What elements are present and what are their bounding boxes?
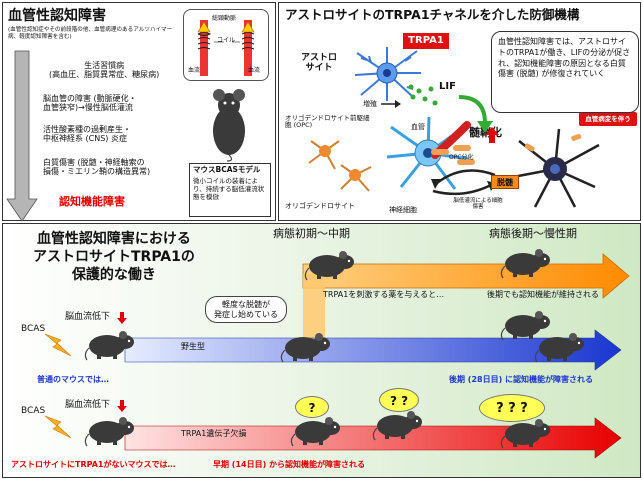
bcas-label-top: BCAS	[21, 324, 46, 334]
wild-type-label: 野生型	[181, 342, 205, 351]
flow-down-label-bottom: 脳血流低下	[65, 400, 111, 410]
mouse-icon	[84, 417, 134, 447]
opc-label: オリゴデンドロサイト前駆細胞 (OPC)	[285, 114, 370, 130]
remyelination-up-arrow	[485, 127, 499, 143]
astrocyte-icon	[354, 47, 421, 101]
mouse-icon	[280, 333, 330, 363]
trpa1-knockout-arrow	[124, 417, 622, 459]
factor-cerebrovascular: 脳血管の障害 (動脈硬化・ 血管狭窄)→慢性脳低灌流	[43, 94, 137, 113]
mild-demyelination-bubble: 軽度な脱髄が 発症し始めている	[205, 296, 287, 324]
trpa1-tag: TRPA1	[403, 33, 449, 49]
bottom-panel-title: 血管性認知障害における アストロサイトTRPA1の 保護的な働き	[33, 231, 195, 284]
opc-diff-label: OPC分化	[449, 154, 474, 161]
hypoperfusion-damage-label: 脳低灌流による細胞傷害	[453, 198, 503, 211]
factor-white-matter: 白質傷害 (脱髄・神経軸索の 損傷・ミエリン鞘の構造異常)	[43, 158, 151, 177]
mouse-icon	[304, 251, 354, 281]
bcas-label-bottom: BCAS	[21, 406, 46, 416]
wild-type-arrow	[124, 329, 622, 371]
question-cloud-1: ?	[295, 396, 329, 418]
demyelination-tag: 脱髄	[491, 175, 519, 189]
opc-cells	[308, 140, 372, 192]
normal-mouse-label: 普通のマウスでは…	[37, 375, 109, 384]
increase-arrow	[381, 100, 401, 108]
mouse-icon	[534, 333, 584, 363]
flow-down-arrow-top-icon	[117, 312, 127, 324]
astrocyte-label: アストロサイト	[300, 53, 337, 74]
artery-label: 総頸動脈	[212, 15, 237, 22]
question-cloud-2: ? ?	[379, 388, 419, 412]
bcas-mouse-icon	[213, 89, 245, 162]
orange-arrow-text: TRPA1を刺激する薬を与えると…	[323, 290, 445, 299]
explanation-box: 血管性認知障害では、アストロサイトのTRPA1が働き、LIFの分泌が促され、認知…	[491, 31, 639, 113]
coil-diagram: 総頸動脈 コイル 血流 血流	[183, 9, 269, 81]
mouse-icon	[372, 411, 422, 441]
damaged-neuron-icon	[512, 128, 600, 208]
knockout-label: TRPA1遺伝子欠損	[181, 429, 247, 438]
coil-arteries	[197, 20, 255, 76]
bubble-text: 軽度な脱髄が 発症し始めている	[214, 300, 278, 319]
myelinating-cells	[431, 145, 475, 165]
bcas-model-body: 微小コイルの装着により、持続する脳低灌流状態を模倣	[193, 176, 265, 201]
left-panel: 血管性認知障害 (血管性認知症やその前段階の他、血管病理のあるアルツハイマー病、…	[2, 2, 276, 222]
factor-lifestyle: 生活習慣病 (高血圧、脂質異常症、糖尿病)	[49, 61, 160, 80]
trpa1-agonist-arrow	[302, 253, 630, 299]
mouse-icon	[500, 249, 550, 279]
flow-down-arrow-bottom-icon	[117, 400, 127, 412]
flow-down-label-top: 脳血流低下	[65, 312, 111, 322]
question-cloud-3: ? ? ?	[479, 394, 545, 422]
left-panel-subtitle: (血管性認知症やその前段階の他、血管病理のあるアルツハイマー病、軽度認知障害を含…	[8, 27, 173, 41]
mouse-icon	[84, 331, 134, 361]
factor-ros-inflammation: 活性酸素種の過剰産生・ 中枢神経系 (CNS) 炎症	[43, 125, 131, 144]
right-panel-title: アストロサイトのTRPA1チャネルを介した防御機構	[285, 7, 580, 22]
bcas-model-box: マウスBCASモデル 微小コイルの装着により、持続する脳低灌流状態を模倣	[189, 163, 271, 217]
orange-result-text: 後期でも認知機能が維持される	[487, 290, 599, 299]
normal-result-label: 後期 (28日目) に認知機能が障害される	[449, 375, 594, 384]
vessel-label: 血管	[411, 123, 425, 131]
blood-flow-label-right: 血流	[248, 67, 261, 74]
lif-dots	[408, 84, 438, 106]
mouse-icon	[290, 417, 340, 447]
mouse-icon	[500, 419, 550, 449]
bcas-lightning-icon-bottom	[44, 415, 72, 439]
bcas-lightning-icon-top	[44, 333, 72, 357]
right-panel: アストロサイトのTRPA1チャネルを介した防御機構 TRPA1 アストロサイト …	[278, 2, 641, 221]
left-panel-title: 血管性認知障害	[8, 8, 106, 24]
lif-to-remyelination-arrow	[458, 95, 493, 133]
lesion-tag: 血管病変を伴う	[579, 112, 637, 126]
coil-label: コイル	[217, 37, 236, 44]
explanation-text: 血管性認知障害では、アストロサイトのTRPA1が働き、LIFの分泌が促され、認知…	[498, 37, 631, 79]
bottom-panel: 血管性認知障害における アストロサイトTRPA1の 保護的な働き 病態初期～中期…	[2, 223, 641, 478]
oligodendrocyte-label: オリゴデンドロサイト	[285, 202, 355, 210]
opc-differentiation-arrow	[431, 169, 497, 196]
knockout-mouse-label: アストロサイトにTRPA1がないマウスでは…	[11, 460, 176, 469]
agonist-branch-connector	[303, 274, 325, 352]
blood-flow-label-left: 血流	[188, 67, 201, 74]
stage-early-label: 病態初期～中期	[273, 227, 350, 240]
mouse-icon	[500, 311, 550, 341]
stage-late-label: 病態後期～慢性期	[489, 227, 577, 240]
lif-label: LIF	[439, 81, 456, 92]
knockout-result-label: 早期 (14日目) から認知機能が障害される	[213, 460, 366, 469]
neuron-label: 神経細胞	[389, 206, 417, 214]
bcas-model-title: マウスBCASモデル	[193, 165, 261, 174]
progression-arrow	[6, 50, 38, 222]
outcome-cognitive-impairment: 認知機能障害	[59, 195, 125, 208]
increase-label: 増殖	[363, 100, 377, 108]
